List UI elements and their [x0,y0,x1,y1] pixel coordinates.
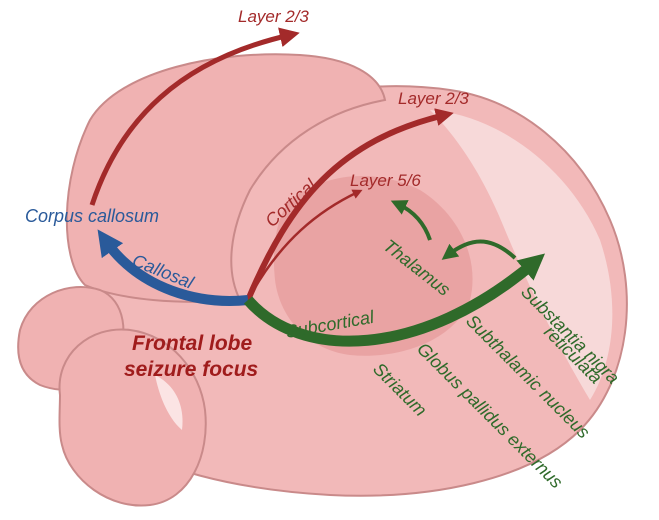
arrow-thalamus [441,239,517,260]
pathway-arrows [89,27,546,347]
arrow-subcortical [243,253,546,347]
arrow-to-layer23-top [89,27,300,206]
label-layer56: Layer 5/6 [350,171,421,190]
brain-illustration [17,53,628,507]
label-layer23-top: Layer 2/3 [238,7,309,26]
olfactory-highlight [155,375,183,430]
central-region [273,176,473,356]
label-focus-line1: Frontal lobe [132,332,252,355]
left-hemisphere [65,53,387,303]
arrow-callosal [97,229,249,306]
arrow-thalamus-up [390,200,432,241]
arrow-to-layer56 [246,189,363,301]
label-focus-line2: seizure focus [124,358,258,381]
olfactory-bulb-lower [58,328,207,507]
label-corpus-callosum: Corpus callosum [25,206,159,226]
label-layer23-side: Layer 2/3 [398,89,469,108]
arrow-to-layer23-side [245,108,454,302]
